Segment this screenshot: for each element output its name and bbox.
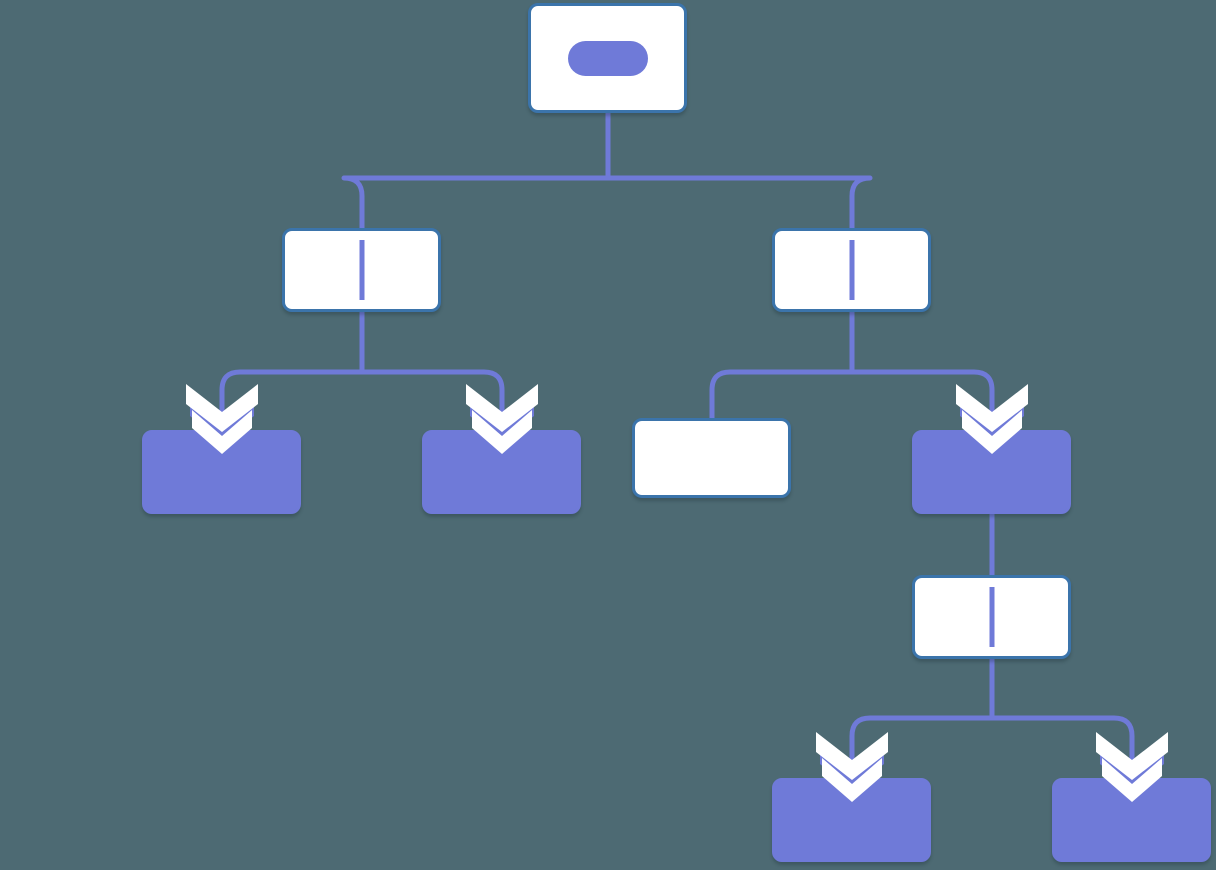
node-n9-label (775, 781, 928, 859)
node-n5-label (425, 433, 578, 511)
node-n6-label (635, 421, 788, 495)
node-n2-label (285, 231, 438, 309)
node-n3[interactable] (772, 228, 931, 312)
node-n7-label (915, 433, 1068, 511)
node-n3-label (775, 231, 928, 309)
node-n4-label (145, 433, 298, 511)
node-n8-label (915, 578, 1068, 656)
node-n1-label (531, 6, 684, 110)
node-n4[interactable] (142, 430, 301, 514)
node-n6[interactable] (632, 418, 791, 498)
node-n1[interactable] (528, 3, 687, 113)
node-n10[interactable] (1052, 778, 1211, 862)
node-n10-label (1055, 781, 1208, 859)
node-n2[interactable] (282, 228, 441, 312)
node-n9[interactable] (772, 778, 931, 862)
node-n8[interactable] (912, 575, 1071, 659)
node-n5[interactable] (422, 430, 581, 514)
node-n7[interactable] (912, 430, 1071, 514)
